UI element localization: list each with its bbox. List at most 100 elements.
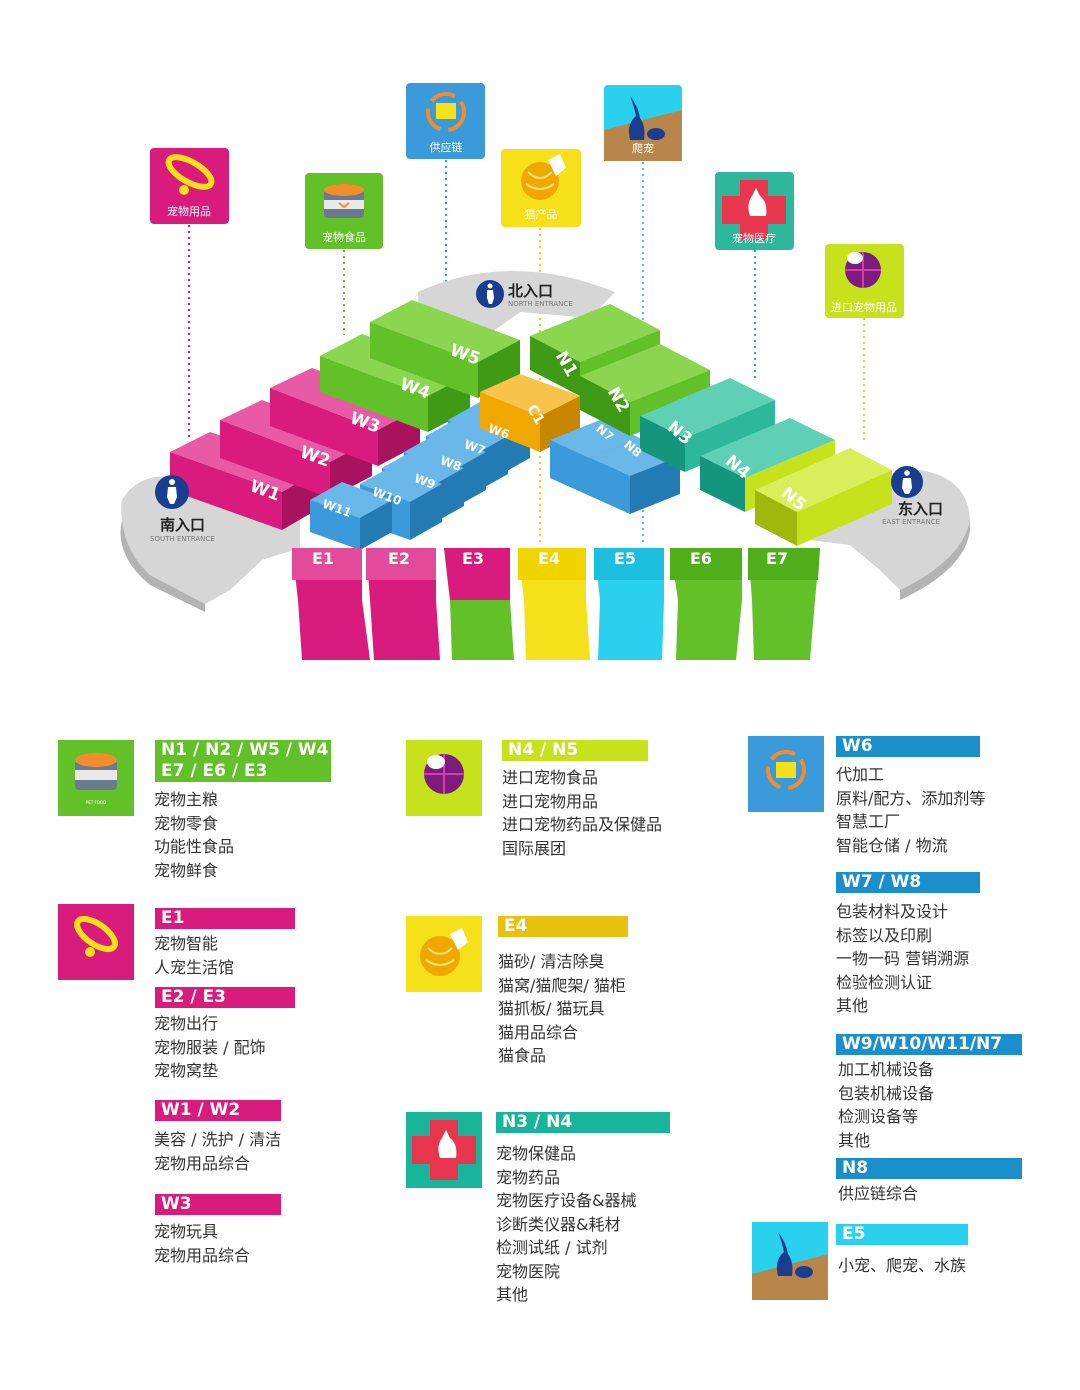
east-entrance-label: 东入口 [898, 500, 943, 518]
list-item: 宠物医院 [496, 1261, 561, 1281]
supply-chain-icon [426, 92, 466, 132]
list-item: 代加工 [836, 765, 885, 784]
pet-food-icon: PET FOOD [75, 753, 117, 805]
hall-label-e7: E7 [766, 549, 788, 568]
list-item: 检测试纸 / 试剂 [496, 1238, 608, 1257]
list-item: 美容 / 洗护 / 清洁 [154, 1130, 282, 1149]
list-item: 宠物保健品 [496, 1144, 577, 1163]
north-entrance: 北入口 NORTH ENTRANCE [476, 280, 573, 308]
legend-pet-products: E1 宠物智能 人宠生活馆 E2 / E3 宠物出行 宠物服装 / 配饰 宠物窝… [58, 904, 348, 1274]
list-item: 加工机械设备 [838, 1060, 935, 1079]
legend-pet-medical: N3 / N4 宠物保健品 宠物药品 宠物医疗设备&器械 诊断类仪器&耗材 检测… [406, 1112, 706, 1312]
list-item: 猫砂/ 清洁除臭 [498, 952, 605, 971]
legend-imported-list: 进口宠物食品 进口宠物用品 进口宠物药品及保健品 国际展团 [502, 766, 662, 860]
hall-label-e5: E5 [614, 549, 636, 568]
list-item: 标签以及印刷 [836, 925, 933, 945]
list-item: 智慧工厂 [836, 812, 901, 831]
cat-products-icon [420, 928, 468, 976]
list-item: 其他 [836, 996, 869, 1015]
list-item: 国际展团 [502, 838, 567, 858]
list-item: 宠物药品 [496, 1167, 561, 1187]
pet-products-icon [74, 915, 118, 957]
imported-products-icon [845, 252, 881, 288]
category-card-pet-products: 宠物用品 [150, 148, 229, 224]
legend-w6-tag: W6 [836, 736, 980, 757]
list-item: 宠物用品综合 [154, 1153, 251, 1173]
halls-n7-n8 [550, 420, 680, 514]
hall-label-w6: W6 [486, 421, 511, 442]
list-item: 宠物零食 [154, 813, 219, 833]
east-entrance: 东入口 EAST ENTRANCE [882, 466, 943, 526]
list-item: 原料/配方、添加剂等 [836, 788, 986, 808]
east-row-halls [292, 548, 820, 660]
category-card-imported: 进口宠物用品 [825, 244, 904, 318]
legend-e1-list: 宠物智能 人宠生活馆 [154, 932, 234, 979]
list-item: 人宠生活馆 [154, 957, 235, 977]
legend-pet-products-icon-card [58, 904, 134, 980]
legend-reptiles: E5 小宠、爬宠、水族 [752, 1222, 1032, 1302]
list-item: 宠物智能 [154, 934, 219, 953]
list-item: 小宠、爬宠、水族 [838, 1256, 967, 1275]
supply-chain-icon [766, 750, 806, 790]
list-item: 供应链综合 [838, 1184, 919, 1203]
list-item: 一物一码 营销溯源 [836, 949, 970, 968]
east-entrance-en: EAST ENTRANCE [882, 518, 940, 526]
hall-label-e3: E3 [462, 549, 484, 568]
list-item: 包装机械设备 [838, 1083, 935, 1103]
list-item: 检验检测认证 [836, 972, 933, 992]
list-item: 宠物用品综合 [154, 1245, 251, 1265]
legend-e1-tag: E1 [155, 908, 295, 929]
category-card-pet-food: 宠物食品 [305, 173, 383, 249]
category-label-supply-chain: 供应链 [430, 140, 463, 154]
hall-label-e6: E6 [690, 549, 712, 568]
legend-imported-tag: N4 / N5 [502, 740, 648, 761]
hall-label-w7: W7 [462, 437, 487, 458]
category-label-cat-products: 猫产品 [525, 207, 558, 221]
list-item: 检测设备等 [838, 1107, 919, 1126]
legend-supply-chain: W6 代加工 原料/配方、添加剂等 智慧工厂 智能仓储 / 物流 W7 / W8… [748, 736, 1038, 1206]
list-item: 进口宠物药品及保健品 [502, 815, 663, 834]
legend-cat-products: E4 猫砂/ 清洁除臭 猫窝/猫爬架/ 猫柜 猫抓板/ 猫玩具 猫用品综合 猫食… [406, 916, 706, 1076]
pet-medical-icon [412, 1120, 476, 1180]
legend-reptile-icon-card [752, 1222, 828, 1300]
legend-w6-list: 代加工 原料/配方、添加剂等 智慧工厂 智能仓储 / 物流 [836, 763, 985, 857]
list-item: 宠物鲜食 [154, 860, 219, 880]
north-entrance-en: NORTH ENTRANCE [508, 300, 573, 308]
list-item: 进口宠物食品 [502, 768, 599, 787]
category-label-pet-food: 宠物食品 [322, 230, 366, 244]
list-item: 猫食品 [498, 1046, 547, 1065]
category-label-pet-products: 宠物用品 [167, 204, 211, 218]
list-item: 其他 [838, 1130, 871, 1150]
category-card-supply-chain: 供应链 [406, 83, 485, 159]
legend-w9-n7-tag: W9/W10/W11/N7 [836, 1034, 1022, 1055]
legend-medical-icon-card [406, 1112, 482, 1188]
legend-e4-tag: E4 [498, 916, 628, 937]
list-item: 宠物主粮 [154, 790, 219, 809]
list-item: 宠物窝垫 [154, 1061, 219, 1080]
list-item: 功能性食品 [154, 837, 235, 856]
legend-n3-n4-tag: N3 / N4 [496, 1112, 670, 1133]
reptile-icon [628, 96, 665, 140]
pet-medical-icon [722, 180, 786, 240]
hall-label-w9: W9 [412, 471, 437, 492]
category-card-pet-medical: 宠物医疗 [715, 172, 794, 250]
legend-e5-list: 小宠、爬宠、水族 [838, 1254, 966, 1278]
list-item: 猫抓板/ 猫玩具 [498, 999, 605, 1018]
legend-w7-w8-tag: W7 / W8 [836, 872, 980, 893]
list-item: 宠物出行 [154, 1014, 219, 1033]
hall-label-e2: E2 [388, 549, 410, 568]
hall-label-e4: E4 [538, 549, 560, 568]
south-entrance-label: 南入口 [160, 516, 205, 534]
list-item: 猫用品综合 [498, 1022, 579, 1042]
exhibition-floor-map: W1 W2 W3 W4 W5 W6 W7 W8 W9 W10 W11 C1 N1… [120, 83, 970, 660]
cat-products-icon [521, 154, 566, 200]
legend-n8-tag: N8 [836, 1158, 1022, 1179]
list-item: 进口宠物用品 [502, 791, 599, 811]
list-item: 宠物服装 / 配饰 [154, 1037, 266, 1057]
legend-supply-icon-card [748, 736, 824, 812]
category-card-cat-products: 猫产品 [501, 149, 581, 227]
svg-text:PET FOOD: PET FOOD [86, 800, 106, 805]
list-item: 包装材料及设计 [836, 902, 949, 921]
